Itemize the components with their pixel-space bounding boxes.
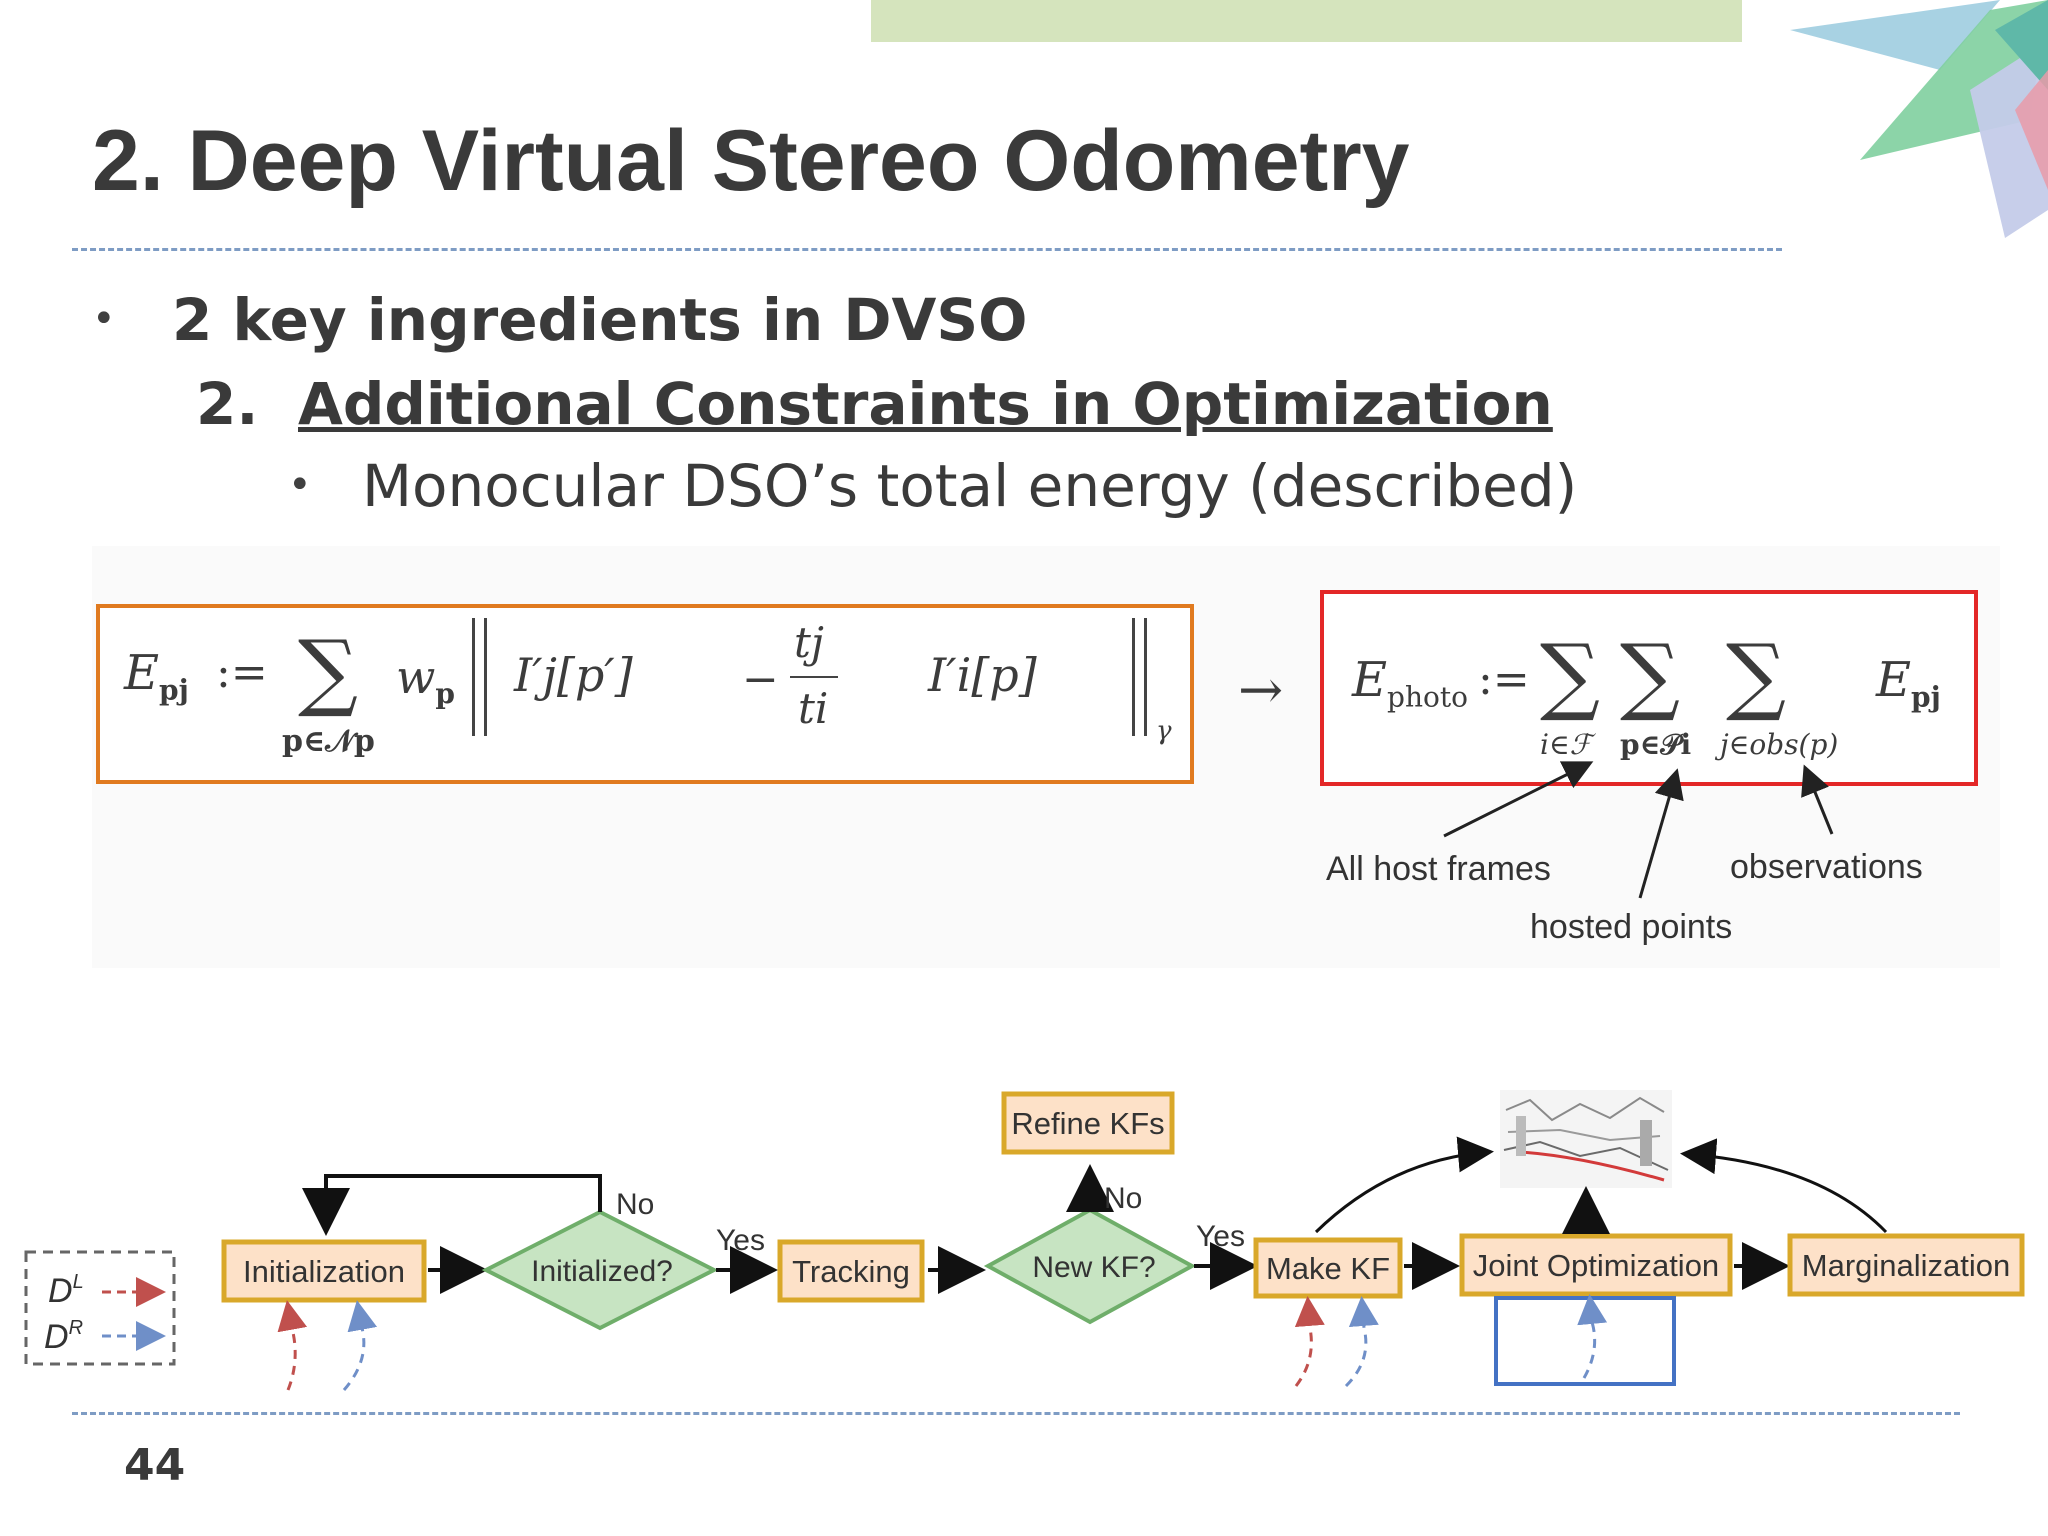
highlight-box [1494, 1296, 1676, 1386]
eq1-frac-bar [790, 676, 838, 678]
eq1-frac-den: ti [798, 684, 829, 733]
bullet-total-energy: Monocular DSO’s total energy (described) [362, 452, 1578, 520]
refine-kfs-node [1001, 1091, 1175, 1155]
marginalization-node [1787, 1233, 2025, 1297]
marginalization-label: Marginalization [1802, 1248, 2011, 1283]
eq1-frac-num: tj [794, 618, 824, 667]
slide-title: 2. Deep Virtual Stereo Odometry [92, 113, 1410, 209]
eq1-norm-subscript: γ [1156, 716, 1172, 746]
eq1-term1: I′j[p′] [514, 648, 633, 702]
eq2-sum3-subscript: j∈obs(p) [1720, 728, 1839, 761]
point-cloud-thumbnail [1500, 1090, 1672, 1188]
photometric-error-equation-box [96, 604, 1194, 784]
title-divider [72, 248, 1782, 251]
initialized-label: Initialized? [531, 1255, 673, 1288]
initialization-node [221, 1239, 427, 1303]
eq2-lhs: Ephoto [1352, 652, 1468, 714]
new-kf-label: New KF? [1032, 1251, 1155, 1284]
bullet-key-ingredients: 2 key ingredients in DVSO [172, 286, 1028, 354]
eq2-sum1: ∑ [1540, 626, 1600, 724]
joint-optimization-node [1459, 1233, 1733, 1297]
bullet-marker: • [288, 462, 312, 508]
no-label-2: No [1104, 1182, 1142, 1215]
eq2-assign: := [1478, 654, 1530, 705]
right-arrow: → [1238, 658, 1284, 721]
joint-optimization-label: Joint Optimization [1473, 1248, 1719, 1283]
make-kf-node [1253, 1237, 1403, 1299]
yes-label-2: Yes [1196, 1220, 1245, 1253]
input-left-label: DL [48, 1271, 84, 1310]
norm-right-bars [1132, 618, 1147, 736]
annotation-hosted-points: hosted points [1530, 908, 1733, 946]
eq1-weight: wp [396, 650, 455, 711]
eq1-sum-subscript: p∈𝒩p [282, 724, 375, 759]
yes-label-1: Yes [716, 1224, 765, 1257]
dvso-pipeline-flowchart: DL DR Initialization Initialized? No Yes… [24, 1090, 2025, 1391]
eq2-rhs: Epj [1876, 652, 1941, 714]
page-number: 44 [124, 1440, 186, 1491]
header-accent-bar [871, 0, 1742, 42]
initialized-decision [481, 1209, 719, 1331]
eq2-sum2: ∑ [1620, 626, 1680, 724]
input-right-label: DR [44, 1317, 83, 1356]
total-energy-equation-box [1320, 590, 1978, 786]
list-number: 2. [196, 370, 259, 438]
eq1-term2: I′i[p] [928, 648, 1037, 702]
eq1-lhs: Epj [124, 645, 189, 707]
eq1-minus: − [742, 654, 779, 705]
annotation-all-host-frames: All host frames [1326, 850, 1551, 888]
tracking-label: Tracking [792, 1254, 910, 1289]
no-label-1: No [616, 1188, 654, 1221]
eq1-assign: := [216, 647, 268, 698]
new-kf-decision [983, 1207, 1197, 1325]
decorative-logo [1790, 0, 2048, 238]
initialization-label: Initialization [243, 1254, 405, 1289]
footer-divider [72, 1412, 1960, 1415]
eq1-sum-symbol: ∑ [298, 622, 358, 720]
subheading-additional-constraints: Additional Constraints in Optimization [298, 370, 1553, 438]
eq2-sum2-subscript: p∈𝒫i [1620, 728, 1692, 761]
annotation-observations: observations [1730, 848, 1923, 886]
refine-kfs-label: Refine KFs [1011, 1106, 1164, 1141]
annotation-arrows [1443, 761, 1834, 899]
eq2-sum1-subscript: i∈ℱ [1540, 728, 1592, 761]
tracking-node [777, 1239, 925, 1303]
eq2-sum3: ∑ [1726, 626, 1786, 724]
bullet-marker: • [92, 296, 116, 342]
norm-left-bars [472, 618, 487, 736]
make-kf-label: Make KF [1266, 1251, 1390, 1286]
